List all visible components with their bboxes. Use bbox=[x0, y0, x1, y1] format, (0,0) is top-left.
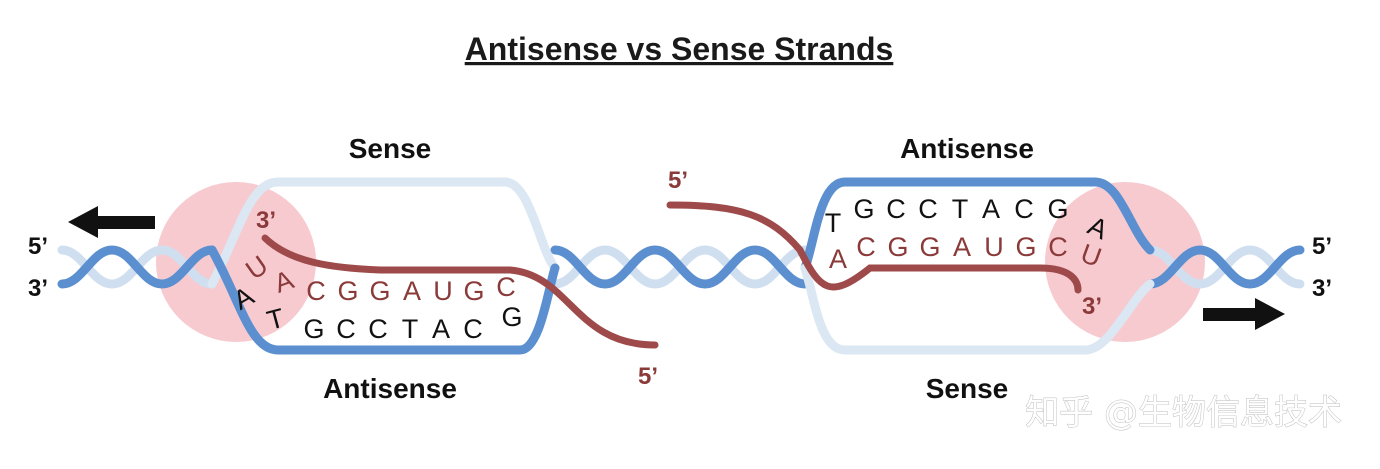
arrow-left-icon bbox=[68, 206, 155, 238]
helix-right bbox=[1145, 245, 1305, 289]
left-enzyme-bubble bbox=[156, 182, 316, 342]
left-rna-base-7: U bbox=[433, 276, 453, 306]
arrow-right-icon bbox=[1203, 298, 1285, 330]
diagram-title: Antisense vs Sense Strands bbox=[465, 31, 894, 67]
right-rna-base-8: C bbox=[1048, 232, 1068, 262]
left-rna-base-6: A bbox=[403, 276, 421, 306]
left-5prime-label: 5’ bbox=[28, 233, 48, 260]
right-rna-base-5: A bbox=[953, 232, 971, 262]
right-dna-base-3: C bbox=[886, 194, 906, 224]
right-rna-base-4: G bbox=[919, 232, 940, 262]
left-rna-base-4: G bbox=[337, 276, 358, 306]
left-rna-base-5: G bbox=[369, 276, 390, 306]
right-antisense-label: Antisense bbox=[900, 133, 1034, 164]
right-rna-base-3: G bbox=[887, 232, 908, 262]
left-dna-base-4: C bbox=[336, 314, 356, 344]
left-dna-base-7: A bbox=[432, 314, 450, 344]
right-dna-base-7: C bbox=[1014, 194, 1034, 224]
left-sense-strand bbox=[207, 177, 560, 289]
left-antisense-strand bbox=[207, 245, 560, 355]
right-rna-5prime-label: 5’ bbox=[668, 167, 688, 194]
right-dna-base-2: G bbox=[853, 194, 874, 224]
right-rna-base-6: U bbox=[984, 232, 1004, 262]
right-enzyme-bubble bbox=[1045, 182, 1205, 342]
left-rna-5prime-label: 5’ bbox=[638, 363, 658, 390]
right-dna-base-6: A bbox=[982, 194, 1000, 224]
helix-middle bbox=[550, 245, 810, 289]
right-dna-base-8: G bbox=[1047, 194, 1068, 224]
left-dna-base-8: C bbox=[463, 314, 483, 344]
left-rna-3prime-label: 3’ bbox=[256, 207, 276, 234]
right-3prime-label: 3’ bbox=[1312, 275, 1332, 302]
right-dna-base-5: T bbox=[952, 194, 969, 224]
right-sense-label: Sense bbox=[926, 373, 1009, 404]
right-dna-base-4: C bbox=[918, 194, 938, 224]
left-dna-base-9: G bbox=[501, 302, 522, 332]
watermark-text: 知乎 @生物信息技术 bbox=[1025, 393, 1342, 433]
right-5prime-label: 5’ bbox=[1312, 233, 1332, 260]
left-3prime-label: 3’ bbox=[28, 275, 48, 302]
right-antisense-strand bbox=[800, 177, 1155, 273]
right-rna-base-1: A bbox=[829, 244, 847, 274]
left-rna-base-9: C bbox=[496, 272, 516, 302]
left-dna-base-3: G bbox=[303, 314, 324, 344]
right-rna-base-2: C bbox=[856, 232, 876, 262]
left-dna-base-5: C bbox=[368, 314, 388, 344]
left-dna-base-2: T bbox=[264, 303, 288, 336]
left-sense-label: Sense bbox=[349, 133, 432, 164]
right-dna-base-1: T bbox=[825, 208, 842, 238]
helix-left bbox=[57, 245, 217, 289]
left-rna-base-8: G bbox=[463, 276, 484, 306]
left-dna-base-6: T bbox=[402, 314, 419, 344]
right-rna-strand bbox=[666, 201, 1082, 294]
right-rna-3prime-label: 3’ bbox=[1082, 293, 1102, 320]
left-antisense-label: Antisense bbox=[323, 373, 457, 404]
right-rna-base-7: G bbox=[1015, 232, 1036, 262]
left-rna-base-3: C bbox=[306, 276, 326, 306]
left-rna-strand bbox=[261, 234, 659, 349]
right-sense-strand bbox=[800, 263, 1155, 355]
